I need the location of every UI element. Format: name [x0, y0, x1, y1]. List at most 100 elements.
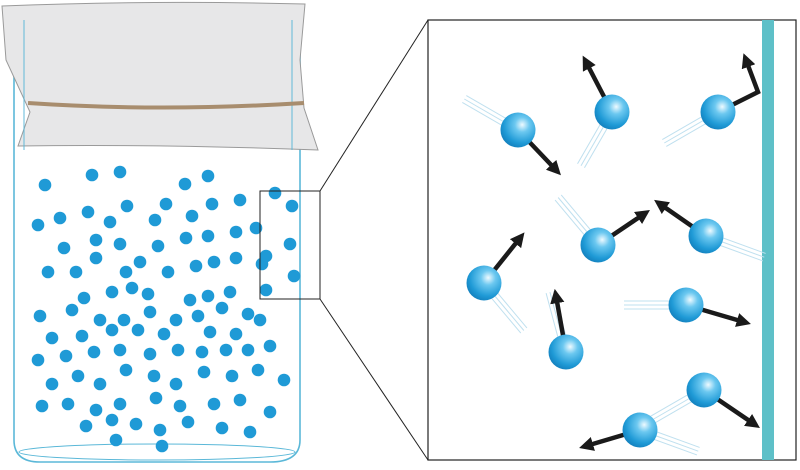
gas-particle-icon — [113, 343, 127, 357]
gas-particle-icon — [169, 313, 183, 327]
gas-particle-icon — [215, 421, 229, 435]
rubber-band — [27, 101, 305, 110]
gas-particle-icon — [35, 399, 49, 413]
gas-particles — [466, 94, 736, 448]
cover-cloth — [1, 1, 319, 151]
gas-particle-icon — [233, 193, 247, 207]
gas-particle-icon — [151, 239, 165, 253]
gas-particle-icon — [225, 369, 239, 383]
gas-particle-icon — [688, 218, 724, 254]
zoom-source-box — [259, 190, 321, 300]
gas-particle-icon — [105, 323, 119, 337]
gas-particle-icon — [105, 413, 119, 427]
gas-particle-icon — [149, 391, 163, 405]
gas-particle-icon — [241, 307, 255, 321]
gas-particle-icon — [243, 425, 257, 439]
gas-particle-icon — [157, 327, 171, 341]
gas-particle-icon — [143, 347, 157, 361]
gas-particle-icon — [183, 293, 197, 307]
gas-particle-icon — [197, 365, 211, 379]
gas-particle-icon — [141, 287, 155, 301]
gas-particle-icon — [161, 265, 175, 279]
gas-particle-icon — [93, 313, 107, 327]
gas-particle-icon — [133, 255, 147, 269]
beaker-particles — [31, 165, 301, 453]
gas-particle-icon — [131, 323, 145, 337]
cover-inner-line — [23, 20, 293, 150]
gas-particle-icon — [117, 313, 131, 327]
gas-particle-icon — [143, 305, 157, 319]
gas-particle-icon — [119, 363, 133, 377]
gas-particle-icon — [277, 373, 291, 387]
gas-particle-icon — [93, 377, 107, 391]
gas-particle-icon — [668, 287, 704, 323]
gas-particle-icon — [201, 169, 215, 183]
gas-particle-icon — [103, 215, 117, 229]
gas-particle-icon — [113, 165, 127, 179]
gas-particle-icon — [45, 331, 59, 345]
magnified-panel — [427, 19, 797, 461]
gas-particle-icon — [203, 325, 217, 339]
gas-particle-icon — [65, 303, 79, 317]
gas-particle-icon — [205, 197, 219, 211]
gas-particle-icon — [594, 94, 630, 130]
gas-particle-icon — [87, 345, 101, 359]
gas-particle-icon — [622, 412, 658, 448]
gas-particle-icon — [41, 265, 55, 279]
gas-particle-icon — [223, 285, 237, 299]
gas-particle-icon — [253, 313, 267, 327]
gas-particle-icon — [79, 419, 93, 433]
gas-particle-icon — [119, 265, 133, 279]
gas-particle-icon — [169, 377, 183, 391]
gas-particle-icon — [229, 251, 243, 265]
gas-particle-icon — [207, 397, 221, 411]
gas-particle-icon — [287, 269, 301, 283]
gas-particle-icon — [109, 433, 123, 447]
gas-particle-icon — [179, 231, 193, 245]
gas-particle-icon — [191, 309, 205, 323]
gas-particle-icon — [580, 227, 616, 263]
gas-particle-icon — [185, 209, 199, 223]
gas-particle-icon — [249, 221, 263, 235]
gas-particle-icon — [155, 439, 169, 453]
gas-particle-icon — [229, 225, 243, 239]
gas-particle-icon — [31, 353, 45, 367]
gas-particle-icon — [153, 423, 167, 437]
gas-particle-icon — [233, 393, 247, 407]
gas-particle-icon — [33, 309, 47, 323]
gas-particle-icon — [283, 237, 297, 251]
gas-particle-icon — [259, 283, 273, 297]
gas-particle-icon — [207, 255, 221, 269]
beaker-cover — [1, 1, 319, 151]
gas-particle-icon — [120, 199, 134, 213]
gas-particle-icon — [129, 417, 143, 431]
gas-particle-icon — [147, 369, 161, 383]
gas-particle-icon — [268, 186, 282, 200]
gas-particle-icon — [255, 257, 269, 271]
gas-particle-icon — [57, 241, 71, 255]
gas-particle-icon — [251, 363, 265, 377]
gas-particle-icon — [219, 343, 233, 357]
gas-particle-icon — [201, 289, 215, 303]
gas-particle-icon — [201, 229, 215, 243]
gas-particle-icon — [263, 405, 277, 419]
gas-particle-icon — [81, 205, 95, 219]
gas-particle-icon — [38, 178, 52, 192]
gas-particle-icon — [500, 112, 536, 148]
gas-particle-icon — [686, 372, 722, 408]
gas-particle-icon — [700, 94, 736, 130]
gas-particle-icon — [89, 233, 103, 247]
gas-particle-icon — [229, 327, 243, 341]
gas-particle-icon — [61, 397, 75, 411]
gas-particle-icon — [285, 199, 299, 213]
gas-particle-icon — [125, 281, 139, 295]
gas-particle-icon — [89, 403, 103, 417]
gas-particle-icon — [45, 377, 59, 391]
gas-particle-icon — [263, 339, 277, 353]
gas-particle-icon — [71, 369, 85, 383]
gas-particle-icon — [113, 397, 127, 411]
gas-particle-icon — [195, 345, 209, 359]
gas-particle-icon — [31, 218, 45, 232]
